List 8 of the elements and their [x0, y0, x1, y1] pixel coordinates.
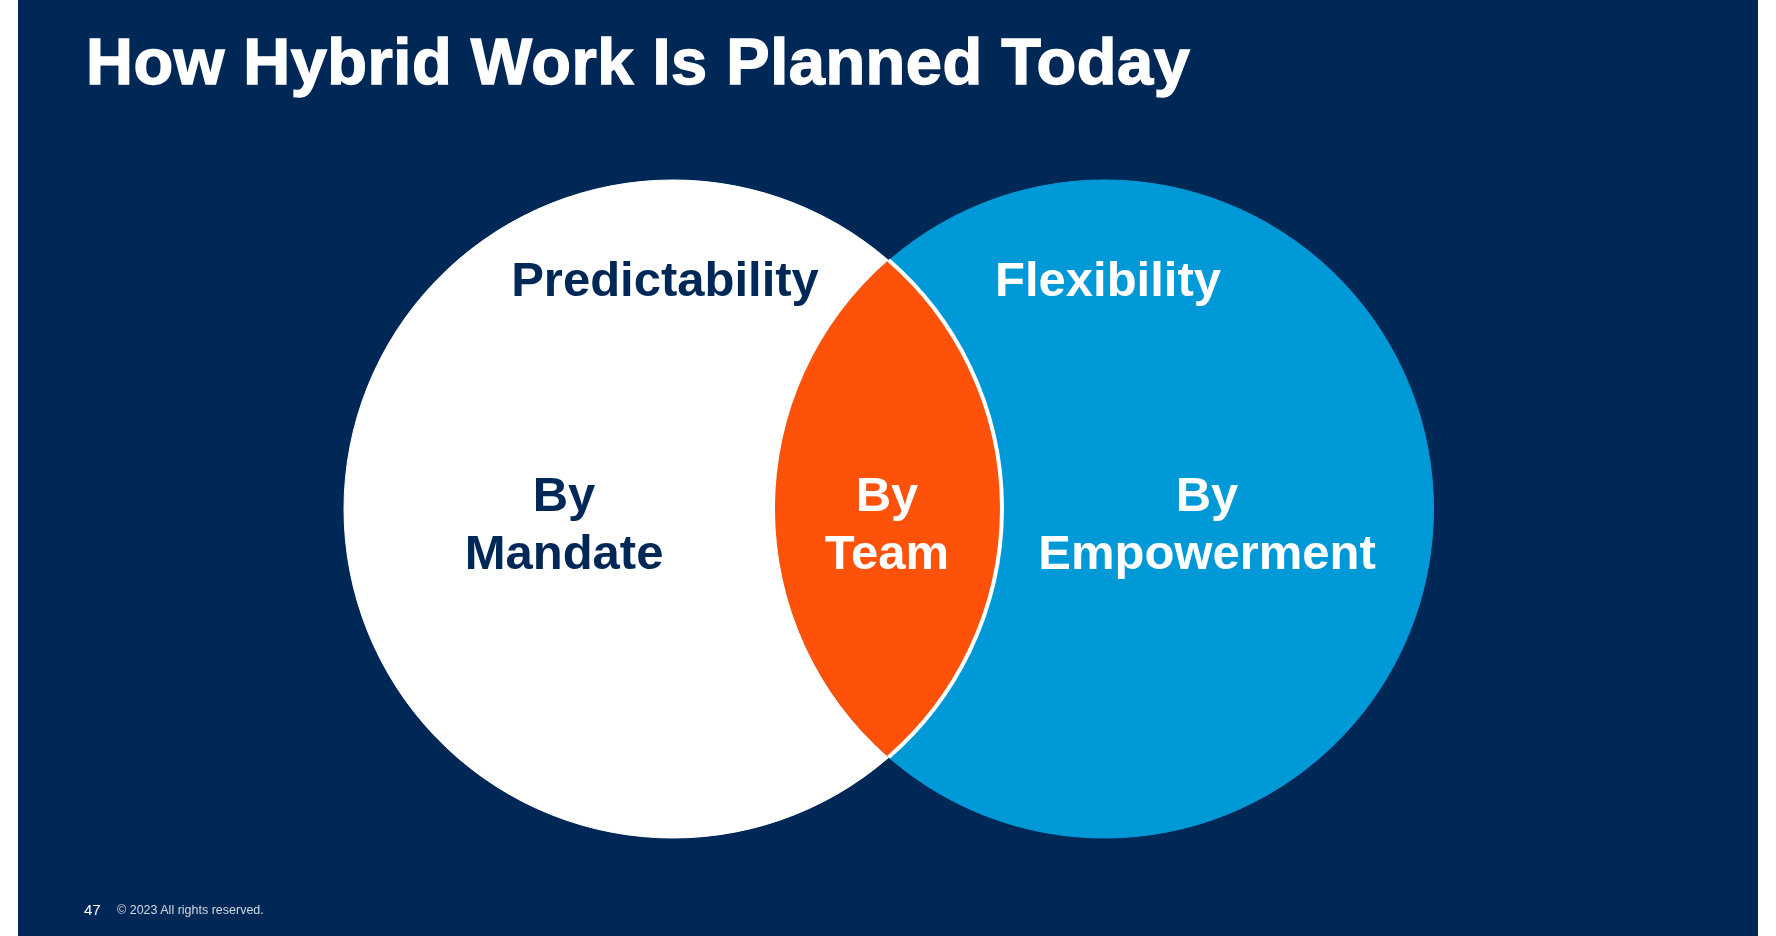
copyright-notice: © 2023 All rights reserved.: [117, 903, 264, 918]
slide-title: How Hybrid Work Is Planned Today: [86, 25, 1191, 100]
circle-label: By Mandate: [464, 466, 664, 581]
circle-label: By Empowerment: [1038, 466, 1376, 581]
page-number: 47: [84, 901, 101, 919]
circle-heading: Flexibility: [995, 251, 1221, 307]
circle-heading: Predictability: [511, 251, 819, 307]
overlap-label: By Team: [824, 466, 950, 581]
